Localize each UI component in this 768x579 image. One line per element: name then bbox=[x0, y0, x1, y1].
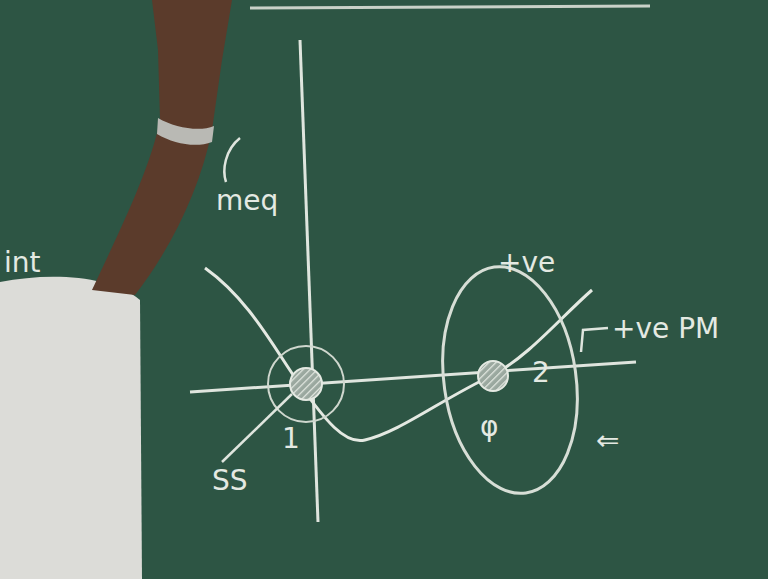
fixed-point bbox=[478, 361, 508, 391]
leader-line bbox=[222, 394, 292, 462]
leader-line bbox=[581, 328, 608, 352]
board-label: int bbox=[4, 246, 41, 280]
shirt bbox=[0, 277, 142, 579]
curve bbox=[205, 268, 592, 441]
wristband bbox=[157, 118, 214, 145]
ellipse-outline bbox=[440, 262, 580, 498]
point-label: 2 bbox=[532, 356, 550, 390]
region-ellipse: 2φ bbox=[440, 262, 580, 498]
vertical-axis bbox=[300, 40, 318, 522]
arm bbox=[92, 0, 232, 295]
point-label: φ bbox=[480, 410, 498, 444]
board-label: SS bbox=[212, 464, 248, 498]
horizontal-axis bbox=[190, 362, 636, 392]
board-label: 1 bbox=[282, 422, 300, 456]
ellipse bbox=[440, 262, 580, 498]
board-label: ⇐ bbox=[596, 424, 619, 458]
underline bbox=[250, 6, 650, 8]
board-label: meq bbox=[216, 184, 278, 218]
board-label: +ve PM bbox=[612, 312, 719, 346]
fixed-point bbox=[290, 368, 322, 400]
point-circle bbox=[268, 346, 344, 422]
chalk-mark bbox=[224, 138, 240, 182]
board-label: +ve bbox=[498, 246, 555, 280]
